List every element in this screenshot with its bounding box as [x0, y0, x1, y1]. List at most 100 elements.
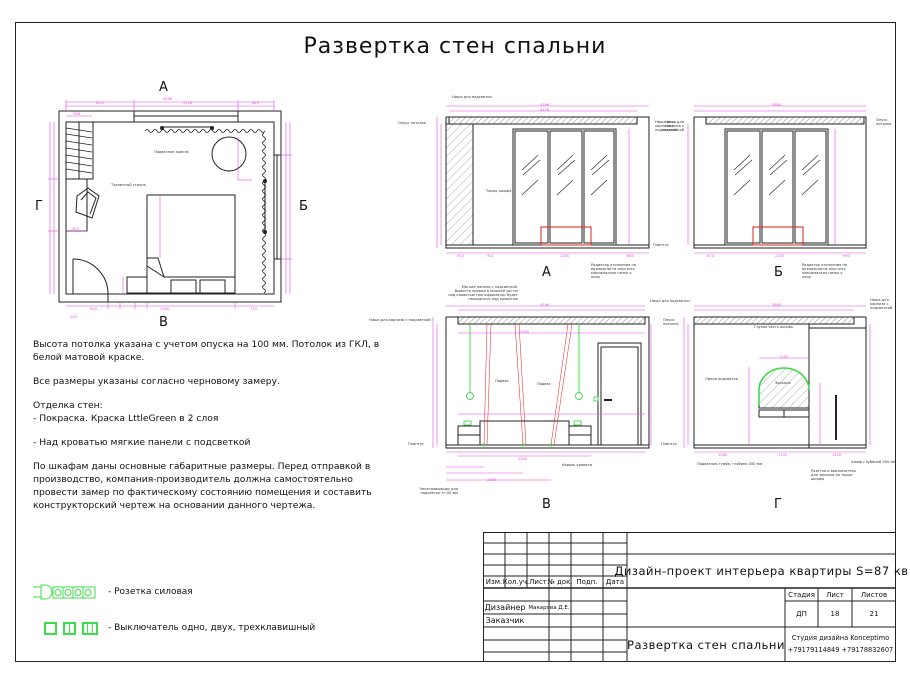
elev-a-callout-radiator: Радиатор отопления по возможности опусти…: [591, 263, 636, 279]
plan-wall-label-v: В: [159, 315, 168, 330]
plan-dim-top-2: 2228: [183, 101, 193, 105]
elev-g-dim-b2: 1100: [778, 453, 788, 457]
elev-b-callout-ceiling-drop: Опуск потолка: [876, 118, 892, 126]
elev-g-dim-mirror: 1100: [779, 355, 789, 359]
elev-v-callout-bed-frame: Каркас кровати: [562, 463, 592, 467]
plan-dim-total-top: 4396: [163, 97, 173, 101]
elev-a-callout-plinth: Плинтус: [653, 243, 669, 247]
tb-designer-name: Макарова Д.Е.: [528, 604, 570, 611]
elev-g-callout-plinth: Плинтус: [661, 442, 677, 446]
elevation-g: [693, 316, 867, 449]
legend-icons: [33, 584, 98, 635]
page-title: Развертка стен спальни: [303, 34, 607, 59]
elev-v-callout-pendant-left: Подвес: [495, 379, 509, 383]
tb-sheets-header: Листов: [860, 590, 888, 599]
elev-a-callout-ceiling-drop: Опуск потолка: [398, 121, 427, 125]
tb-col-sign: Подп.: [576, 578, 598, 586]
elevation-b: [693, 116, 867, 249]
elev-g-callout-hanging-tube: Подвесная тумба, глубина 450 мм: [697, 462, 763, 466]
elev-g-callout-socket-switch: Розетка и выключатель для зеркала на тор…: [811, 469, 857, 481]
plan-callout-hanging-chair: Подвесное кресло: [154, 150, 189, 154]
elev-a-dim-b3: 2200: [560, 254, 570, 258]
legend-socket-label: - Розетка силовая: [108, 587, 193, 597]
tb-col-doc: № док.: [547, 578, 573, 586]
elev-v-callout-plinth: Плинтус: [408, 442, 424, 446]
elev-v-callout-pendant-right: Подвес: [537, 382, 551, 386]
elevation-a: [445, 116, 650, 249]
plan-wall-label-g: Г: [35, 199, 43, 214]
elev-v-callout-cornice: Ниша для карниза с подсветкой: [369, 318, 431, 322]
elev-g-dim-b1: 1060: [718, 453, 728, 457]
plan-wall-label-a: А: [159, 80, 168, 95]
title-block: Изм. Кол.уч. Лист № док. Подп. Дата Диза…: [483, 532, 909, 662]
tb-customer-role: Заказчик: [485, 616, 525, 625]
plan-dim-closet: 558: [73, 112, 80, 116]
elev-v-dim-cord: 2260: [487, 478, 497, 482]
tb-col-kolich: Кол.уч.: [502, 578, 530, 586]
elevation-v-lights: [463, 323, 599, 447]
elev-g-callout-ceiling-drop: Опуск потолка: [663, 318, 679, 326]
plan-dim-desk: 450: [72, 227, 79, 231]
elev-v-dim-panels: 2350: [520, 330, 530, 334]
plan-dim-door: 900: [90, 307, 97, 311]
elev-b-dim-b2: 2200: [775, 254, 785, 258]
elev-a-dim-b2: 901: [487, 254, 494, 258]
elevation-g-dimensions: [683, 305, 871, 453]
elev-g-callout-light-line: Линия подсветки: [705, 377, 738, 381]
floor-plan: [58, 110, 282, 303]
elev-a-callout-closet-end: Торец шкафа: [486, 189, 512, 193]
elev-g-callout-closet-blind: Глухая часть шкафа: [754, 325, 793, 329]
elevation-a-label: А: [542, 265, 551, 280]
elev-a-callout-cornice: Ниша для карниза с подсветкой: [655, 120, 678, 132]
tb-designer-role: Дизайнер: [484, 603, 526, 612]
elev-b-callout-radiator: Радиатор отопления по возможности опусти…: [802, 263, 847, 279]
elev-v-callout-wiring: Электровыводы для подсветки h=50 мм: [419, 487, 458, 495]
note-wall-finish: Отделка стен: - Покраска. Краска LttleGr…: [33, 400, 219, 424]
elev-a-callout-niche: Ниша для подсветки: [452, 95, 492, 99]
elev-g-dim-total: 3860: [772, 303, 782, 307]
tb-col-list: Лист: [529, 578, 547, 586]
tb-project-title: Дизайн-проект интерьера квартиры S=87 кв: [614, 564, 909, 578]
plan-wall-label-b: Б: [299, 199, 308, 214]
elev-b-dim-b1: 670: [707, 254, 714, 258]
tb-stage-header: Стадия: [788, 590, 815, 599]
elev-a-dim-b1: 500: [457, 254, 464, 258]
note-closets: По шкафам даны основные габаритные разме…: [33, 461, 372, 511]
plan-dim-offset: 150: [70, 315, 77, 319]
note-panels: - Над кроватью мягкие панели с подсветко…: [33, 437, 251, 448]
elev-v-callout-panels: Мягкие панели с подсветкой. Вывести пров…: [448, 285, 518, 301]
tb-stage-value: ДП: [796, 610, 807, 618]
elev-g-callout-mirror: Зеркало: [775, 381, 791, 385]
note-ceiling: Высота потолка указана с учетом опуска н…: [33, 339, 380, 363]
elev-a-dim-total: 4396: [540, 103, 550, 107]
elevation-b-dimensions: [687, 105, 866, 254]
notes-block: Высота потолка указана с учетом опуска н…: [33, 338, 383, 523]
elev-v-dim-total: 4396: [540, 303, 550, 307]
elevation-a-dimensions: [436, 105, 649, 254]
legend-switch: - Выключатель одно, двух, трехклавишный: [108, 623, 315, 633]
elev-g-callout-cornice: Ниша для карниза с подсветкой: [870, 298, 893, 310]
note-dimensions: Все размеры указаны согласно черновому з…: [33, 376, 280, 387]
elev-v-dim-bed: 2900: [518, 457, 528, 461]
tb-col-izm: Изм.: [485, 578, 503, 586]
elevation-b-label: Б: [774, 265, 783, 280]
tb-studio-phones: +79179114849 +79178832607: [787, 645, 894, 654]
tb-studio-name: Студия дизайна Konceptimo: [791, 633, 890, 642]
elev-b-callout-cornice: Ниша для карниза с подсветкой: [661, 120, 684, 132]
elevation-v-dimensions: [432, 305, 652, 481]
plan-dim-top-3: 665: [252, 101, 259, 105]
elevation-g-label: Г: [774, 497, 782, 512]
plan-dim-top-1: 1451: [95, 101, 105, 105]
drawing-frame: [15, 22, 896, 662]
elev-b-dim-total: 3860: [772, 103, 782, 107]
elev-g-dim-b3: 1200: [832, 453, 842, 457]
elev-a-dim-inner: 4376: [540, 108, 550, 112]
plan-dim-right-gap: 720: [250, 307, 257, 311]
tb-sheet-header: Лист: [826, 590, 844, 599]
title-block-grid: [483, 532, 896, 662]
elev-g-callout-closet-depth: Шкаф глубиной 550 мм: [851, 460, 896, 464]
elev-v-callout-niche: Ниша для подсветки: [650, 299, 690, 303]
elev-b-dim-b3: 990: [843, 254, 850, 258]
plan-dim-bed-width: 1900: [160, 307, 170, 311]
